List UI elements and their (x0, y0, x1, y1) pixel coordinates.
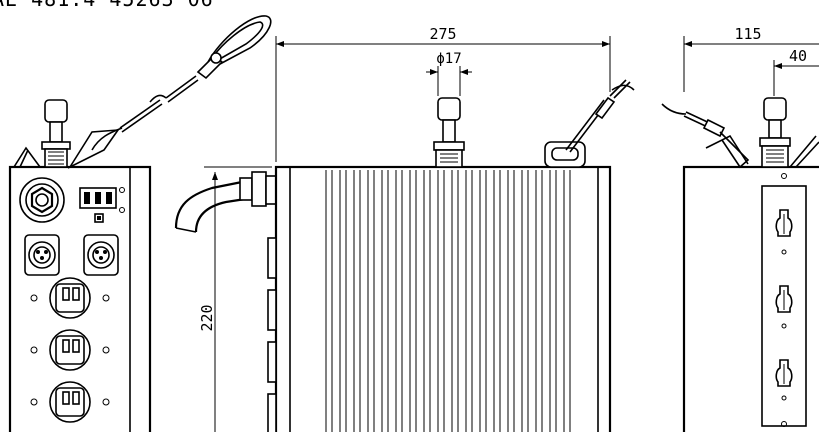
offset-dimension: 40 (773, 47, 819, 96)
height-dimension-label: 220 (198, 304, 216, 331)
front-view (8, 15, 272, 432)
lifting-chain-rear (661, 103, 819, 169)
diameter-dimension: ϕ17 (426, 51, 472, 96)
circuit-breakers (79, 187, 117, 223)
keyhole-slot-1 (775, 209, 793, 255)
outlet-3 (30, 381, 110, 423)
length-dimension-label: 275 (429, 25, 456, 43)
height-dimension: 220 (198, 166, 272, 432)
keyhole-slot-2 (775, 285, 793, 329)
depth-dimension: 115 (683, 25, 819, 92)
valve-knob (41, 99, 71, 168)
rear-view: 115 40 (661, 25, 819, 432)
depth-dimension-label: 115 (734, 25, 761, 43)
offset-dimension-label: 40 (789, 47, 807, 65)
lifting-eye-side (544, 79, 635, 168)
outlet-2 (30, 329, 110, 371)
valve-side (433, 97, 465, 168)
outlet-1 (30, 277, 110, 319)
cable-hose (174, 171, 277, 233)
keyhole-slot-3 (775, 359, 793, 401)
cooling-fins (325, 170, 571, 432)
rear-panel-outline (682, 165, 819, 432)
valve-rear (759, 97, 791, 168)
side-view (267, 79, 635, 432)
cable-gland (19, 177, 65, 223)
xlr-connector-left (24, 234, 60, 276)
xlr-connector-right (83, 234, 119, 276)
diameter-dimension-label: ϕ17 (436, 51, 461, 67)
lifting-chain-front (67, 15, 272, 169)
length-dimension: 275 (275, 25, 611, 162)
part-number-label: AE 481.4 45263 06 (0, 0, 214, 11)
